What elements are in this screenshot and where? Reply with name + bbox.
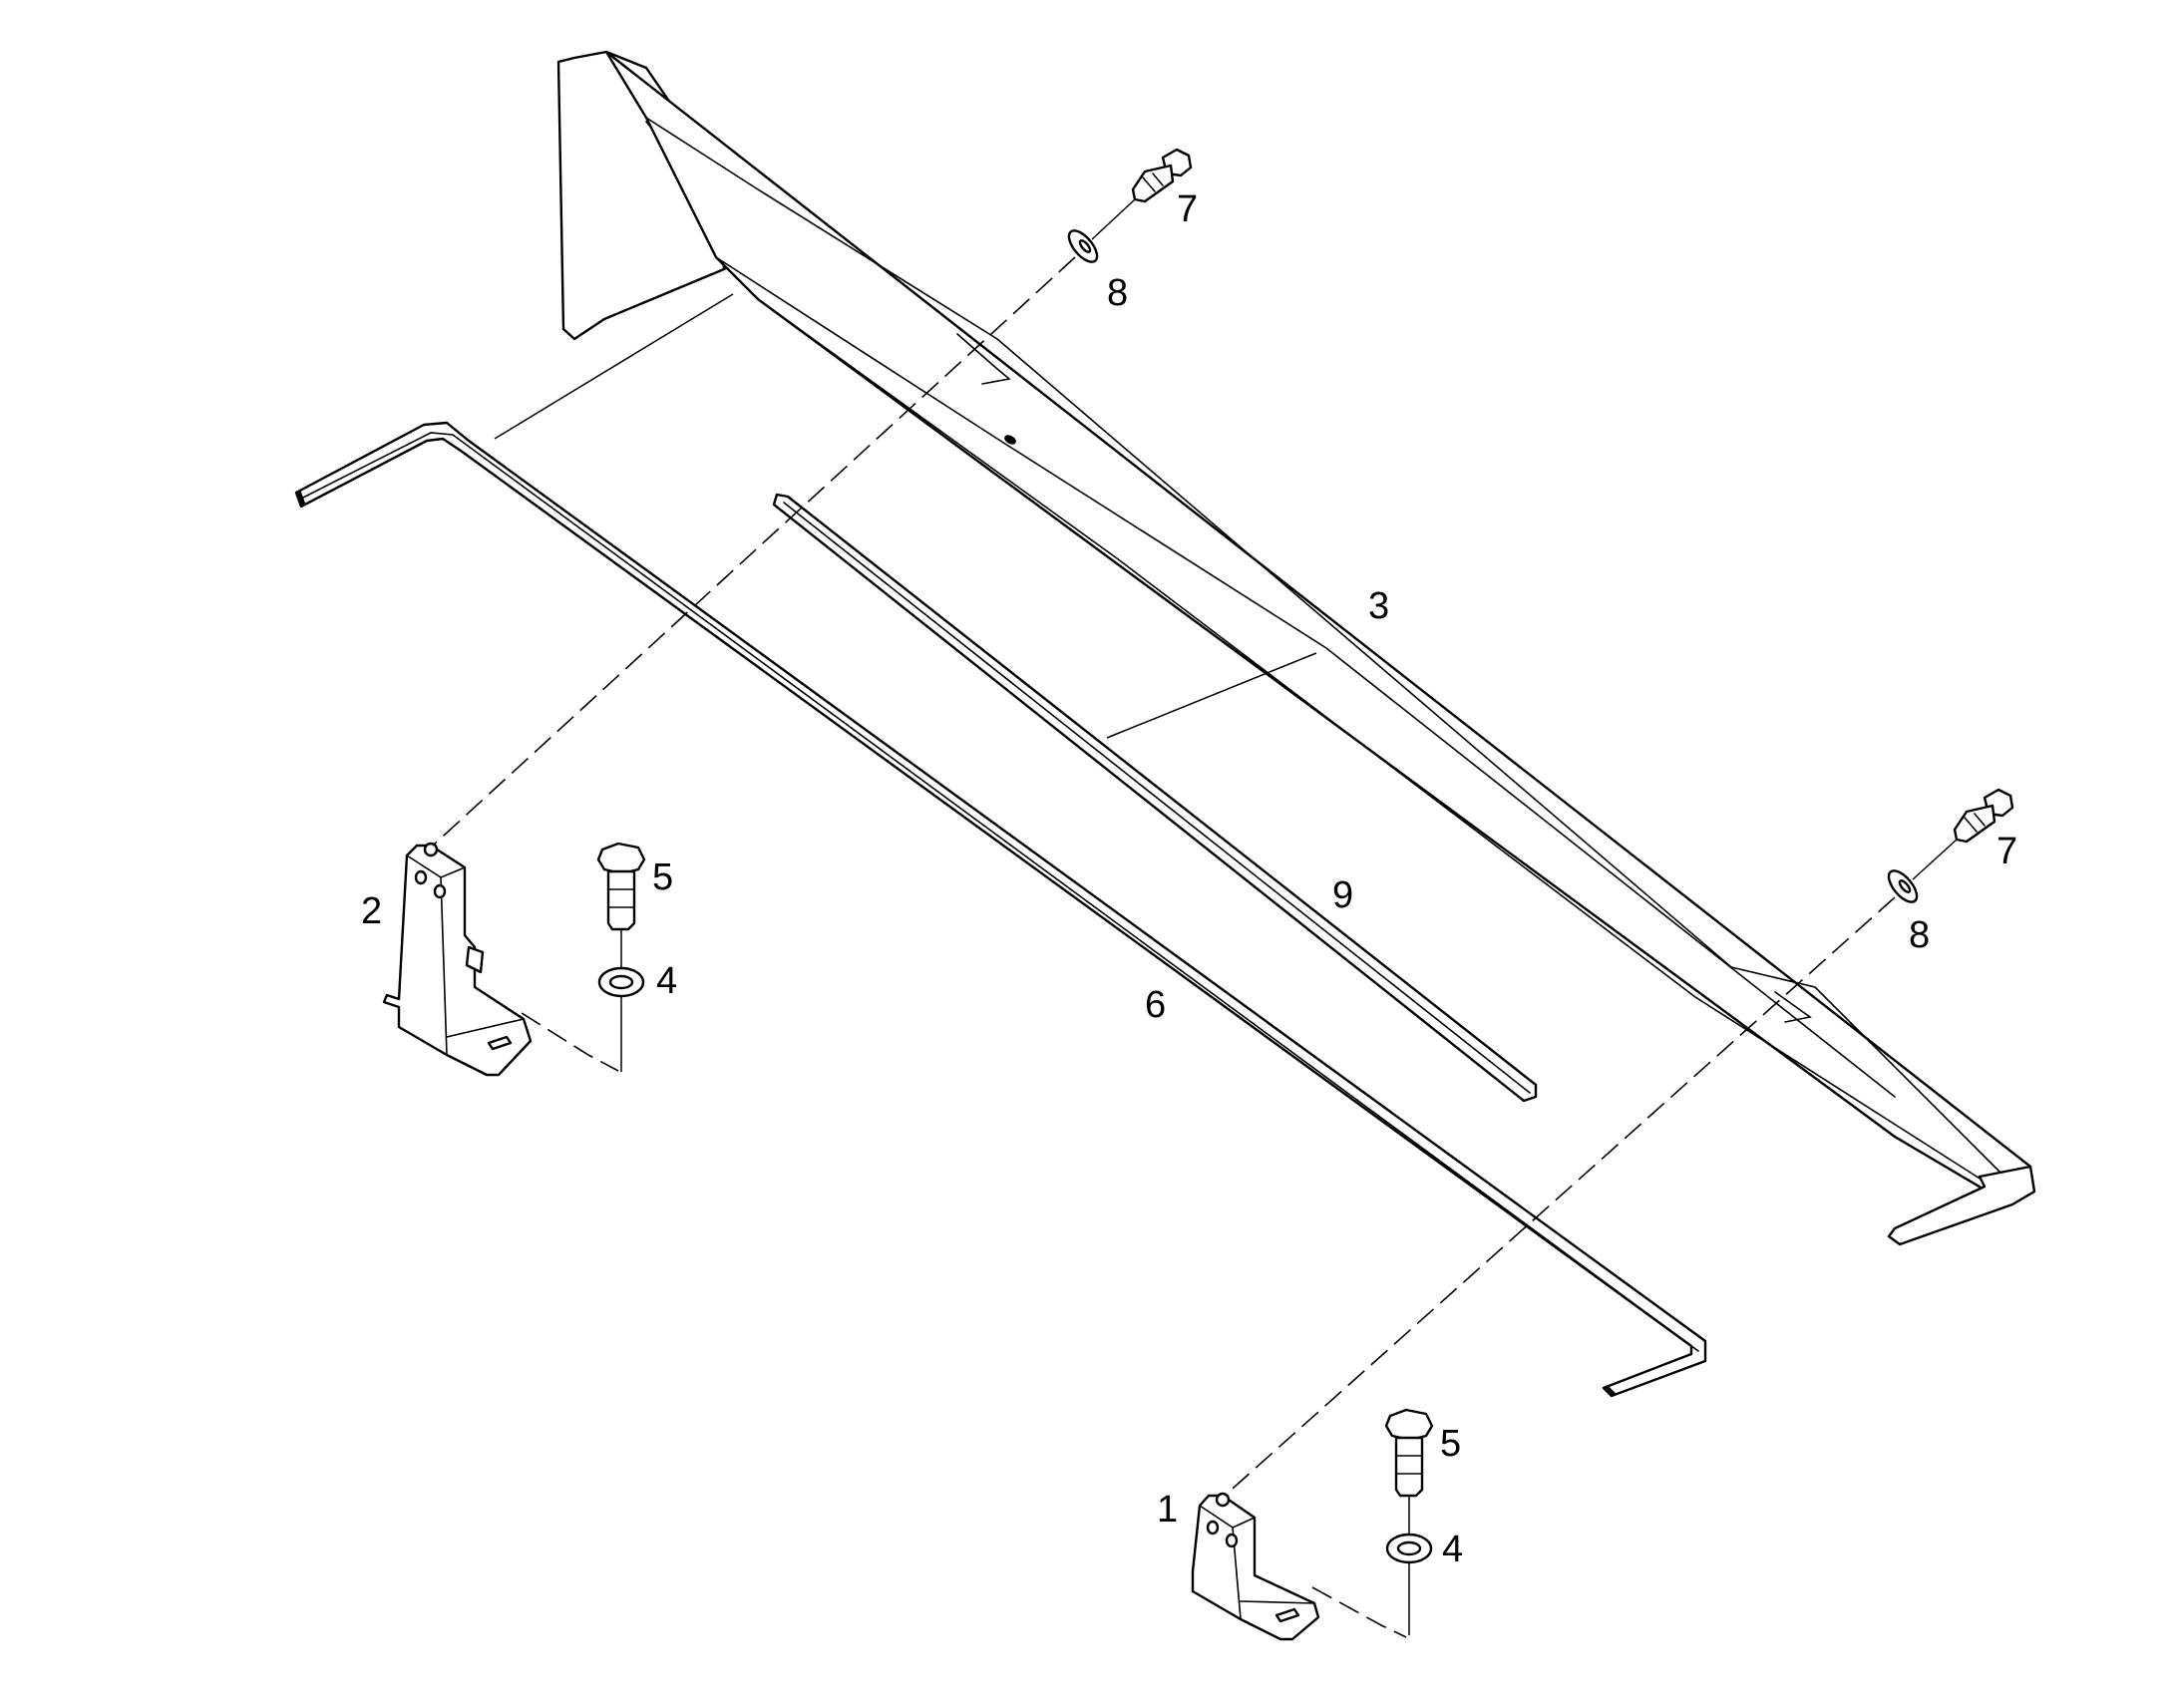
callout-4-left: 4 <box>656 960 677 1002</box>
callout-8-right: 8 <box>1909 914 1930 956</box>
callout-7-right: 7 <box>1997 831 2017 872</box>
part-9-strip <box>772 493 1538 1103</box>
callout-8-top: 8 <box>1107 272 1128 314</box>
part-8-washer-top <box>1067 229 1099 263</box>
part-7-bolt-right <box>1953 788 2014 844</box>
callout-labels: 1 2 3 4 4 5 5 6 7 7 8 8 9 <box>361 188 2017 1570</box>
callout-4-right: 4 <box>1442 1529 1463 1570</box>
callout-6: 6 <box>1145 984 1166 1026</box>
callout-2: 2 <box>361 890 382 932</box>
part-4-washer-right <box>1385 1533 1433 1564</box>
callout-5-right: 5 <box>1440 1423 1461 1465</box>
part-3-cover <box>494 50 2036 1246</box>
callout-1: 1 <box>1157 1489 1178 1531</box>
callout-3: 3 <box>1368 585 1389 627</box>
part-4-washer-left <box>597 966 645 998</box>
assembly-lines <box>432 198 1958 1638</box>
callout-7-top: 7 <box>1177 188 1198 230</box>
part-8-washer-right <box>1887 869 1919 903</box>
part-5-bolt-left <box>596 842 646 931</box>
part-7-bolt-top <box>1131 148 1193 203</box>
callout-9: 9 <box>1332 874 1353 916</box>
part-1-bracket <box>1191 1492 1320 1641</box>
part-5-bolt-right <box>1384 1408 1434 1498</box>
callout-5-left: 5 <box>652 856 673 898</box>
part-6-rod <box>294 421 1707 1398</box>
part-2-bracket <box>382 842 533 1077</box>
